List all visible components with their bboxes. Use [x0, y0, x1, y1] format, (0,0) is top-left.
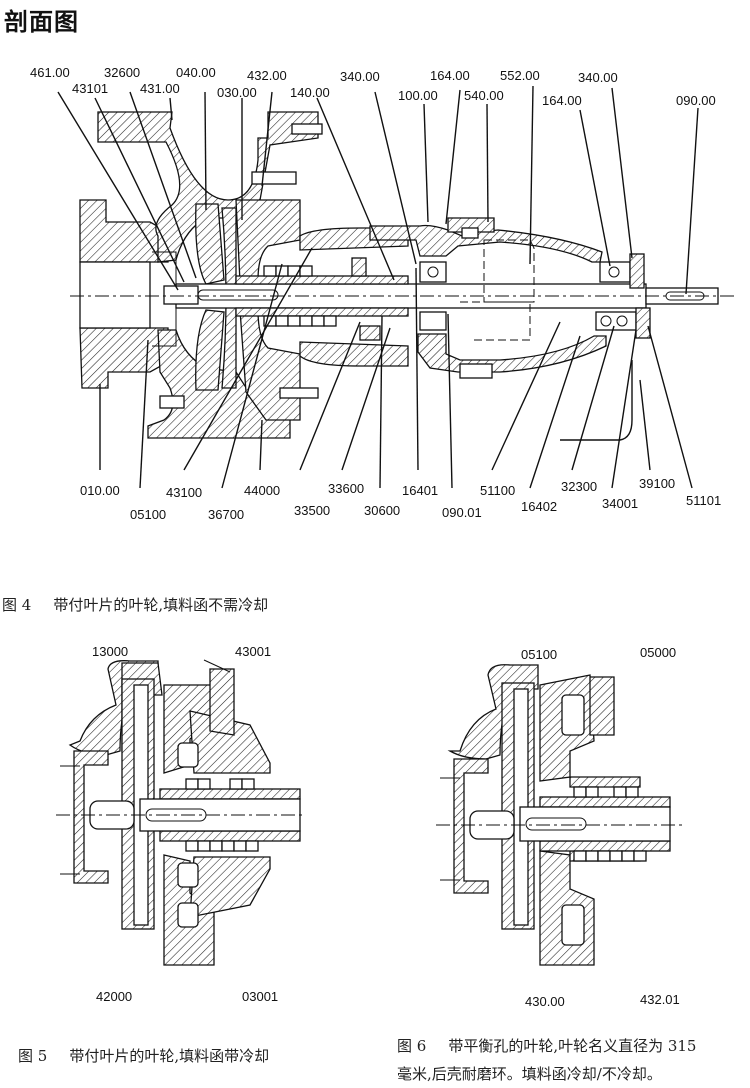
- leader-lines-bottom: [99, 247, 693, 489]
- part-label: 51100: [480, 483, 516, 498]
- part-label: 42000: [96, 989, 133, 1004]
- figure-6-caption: 图 6 带平衡孔的叶轮,叶轮名义直径为 315: [397, 1035, 696, 1056]
- figure-6-drawing: [436, 664, 686, 966]
- part-label: 432.01: [640, 992, 680, 1007]
- figure-4-number: 图 4: [2, 596, 32, 614]
- part-label: 140.00: [290, 85, 330, 100]
- figure-5-caption: 图 5 带付叶片的叶轮,填料函带冷却: [18, 1045, 269, 1066]
- figure-6-caption-line1: 带平衡孔的叶轮,叶轮名义直径为 315: [448, 1037, 697, 1055]
- page-title: 剖面图: [4, 8, 79, 36]
- part-label: 430.00: [525, 994, 565, 1009]
- figure-6-leader-lines: [440, 777, 460, 881]
- figure-4-caption-text: 带付叶片的叶轮,填料函不需冷却: [53, 596, 269, 614]
- part-label: 16401: [402, 483, 439, 498]
- part-label: 16402: [521, 499, 558, 514]
- part-label: 34001: [602, 496, 639, 511]
- impeller-nut: [163, 285, 199, 305]
- pump-cross-section: [70, 111, 734, 441]
- part-label: 431.00: [140, 81, 180, 96]
- part-label: 164.00: [430, 68, 470, 83]
- part-label: 13000: [92, 644, 129, 659]
- part-label: 36700: [208, 507, 245, 522]
- part-label: 33500: [294, 503, 331, 518]
- figure-4-caption: 图 4 带付叶片的叶轮,填料函不需冷却: [2, 594, 268, 615]
- part-label: 32600: [104, 65, 141, 80]
- part-label: 43101: [72, 81, 109, 96]
- part-label: 05100: [521, 647, 558, 662]
- part-label: 44000: [244, 483, 281, 498]
- leader-lines-top: [57, 85, 699, 295]
- part-label: 100.00: [398, 88, 438, 103]
- figure-6-caption-line2: 毫米,后壳耐磨环。填料函冷却/不冷却。: [397, 1065, 662, 1083]
- part-label: 040.00: [176, 65, 216, 80]
- part-label: 164.00: [542, 93, 582, 108]
- part-label: 010.00: [80, 483, 120, 498]
- bearing-front-bottom: [419, 311, 447, 331]
- part-label: 43001: [235, 644, 272, 659]
- figure-5-number: 图 5: [18, 1047, 48, 1065]
- part-label: 03001: [242, 989, 279, 1004]
- part-label: 43100: [166, 485, 203, 500]
- figure-5-caption-text: 带付叶片的叶轮,填料函带冷却: [69, 1047, 270, 1065]
- suction-flange-bottom: [79, 327, 169, 389]
- figure-6-number: 图 6: [397, 1037, 427, 1055]
- part-label: 432.00: [247, 68, 287, 83]
- part-label: 33600: [328, 481, 365, 496]
- part-label: 32300: [561, 479, 598, 494]
- bearing-front-top: [419, 261, 447, 283]
- part-label: 552.00: [500, 68, 540, 83]
- part-label: 39100: [639, 476, 676, 491]
- suction-bore: [79, 261, 151, 329]
- figure-5-leader-lines: [60, 659, 231, 875]
- part-label: 05100: [130, 507, 167, 522]
- bearing-rear-bottom: [595, 311, 637, 331]
- part-label: 461.00: [30, 65, 70, 80]
- part-label: 090.01: [442, 505, 482, 520]
- part-label: 090.00: [676, 93, 716, 108]
- part-label: 05000: [640, 645, 677, 660]
- part-label: 340.00: [340, 69, 380, 84]
- part-label: 30600: [364, 503, 401, 518]
- cover-bolt-bottom: [159, 395, 185, 409]
- cover-bolt-top: [251, 171, 297, 185]
- figure-5-drawing: [56, 660, 306, 966]
- part-label: 51101: [686, 493, 722, 508]
- bearing-rear-top: [599, 261, 631, 283]
- part-label: 540.00: [464, 88, 504, 103]
- part-label: 340.00: [578, 70, 618, 85]
- part-label: 030.00: [217, 85, 257, 100]
